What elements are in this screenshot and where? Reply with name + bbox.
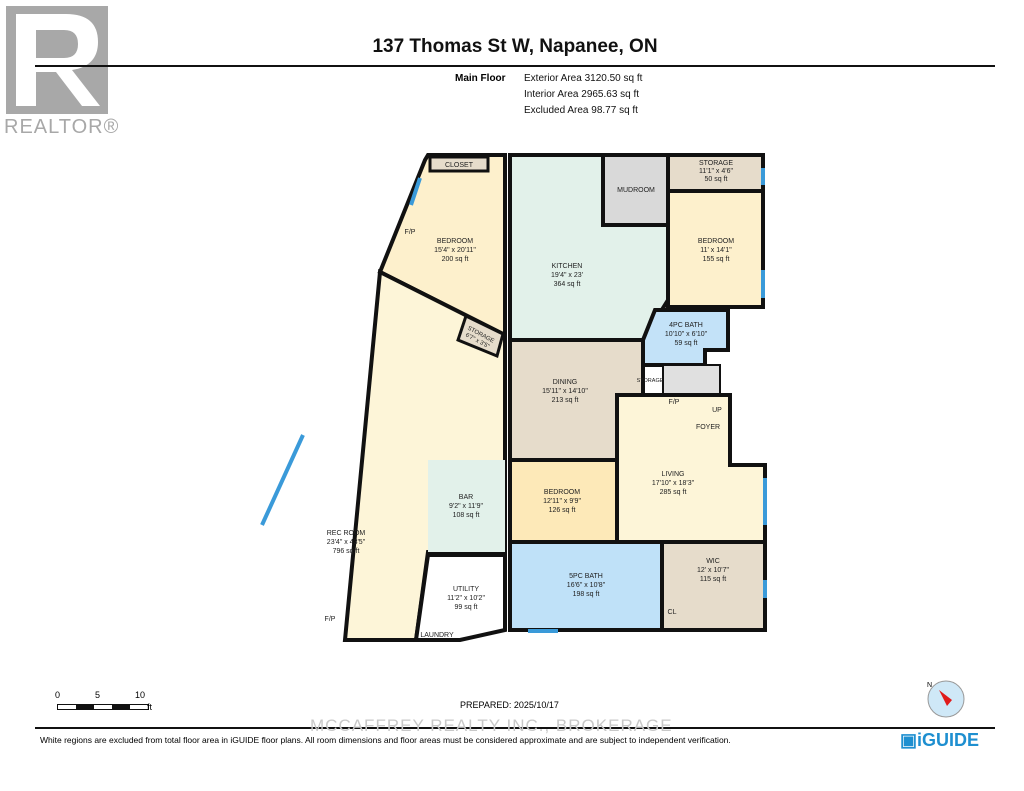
svg-text:F/P: F/P [325, 616, 336, 623]
excluded-area: Excluded Area 98.77 sq ft [524, 105, 638, 116]
scale-label: 5 [95, 690, 101, 700]
svg-text:F/P: F/P [405, 229, 416, 236]
iguide-logo: ▣iGUIDE [900, 730, 979, 751]
scale-label: 0 [55, 690, 61, 700]
svg-text:MUDROOM: MUDROOM [617, 187, 655, 194]
iguide-icon: ▣ [900, 730, 918, 750]
divider [35, 65, 995, 67]
room-closet [428, 155, 490, 173]
room-bedroom-ne [666, 189, 765, 309]
scale-unit: ft [147, 702, 153, 712]
storage-angled [456, 313, 505, 359]
scale-label: 10 [135, 690, 146, 700]
room-utility [413, 553, 507, 642]
exterior-area: Exterior Area 3120.50 sq ft [524, 73, 643, 84]
svg-text:CL: CL [668, 609, 677, 616]
disclaimer: White regions are excluded from total fl… [40, 735, 731, 745]
stairs [662, 364, 721, 396]
svg-text:F/P: F/P [669, 399, 680, 406]
compass-icon: N [927, 680, 965, 718]
room-name: CLOSET [445, 162, 474, 169]
room-living [615, 393, 767, 544]
room-wic [660, 540, 767, 632]
svg-text:N: N [927, 682, 932, 689]
svg-text:UP: UP [712, 407, 722, 414]
room-bar [428, 460, 505, 552]
realtor-logo [6, 6, 108, 114]
svg-text:FOYER: FOYER [696, 424, 720, 431]
floor-label: Main Floor [455, 73, 506, 84]
prepared-date: PREPARED: 2025/10/17 [460, 700, 559, 710]
svg-text:STORAGE: STORAGE [637, 378, 664, 384]
watermark: MCCAFFREY REALTY INC., BROKERAGE [310, 716, 673, 735]
divider [35, 727, 995, 729]
iguide-wordmark: iGUIDE [917, 730, 980, 750]
scale-ruler [57, 704, 149, 710]
interior-area: Interior Area 2965.63 sq ft [524, 89, 640, 100]
svg-text:CLOSET: CLOSET [445, 162, 474, 169]
page-title: 137 Thomas St W, Napanee, ON [372, 36, 658, 57]
svg-text:LAUNDRY: LAUNDRY [420, 632, 454, 639]
realtor-wordmark: REALTOR® [4, 116, 120, 138]
room-5pc-bath [508, 540, 664, 632]
windows [260, 168, 767, 633]
